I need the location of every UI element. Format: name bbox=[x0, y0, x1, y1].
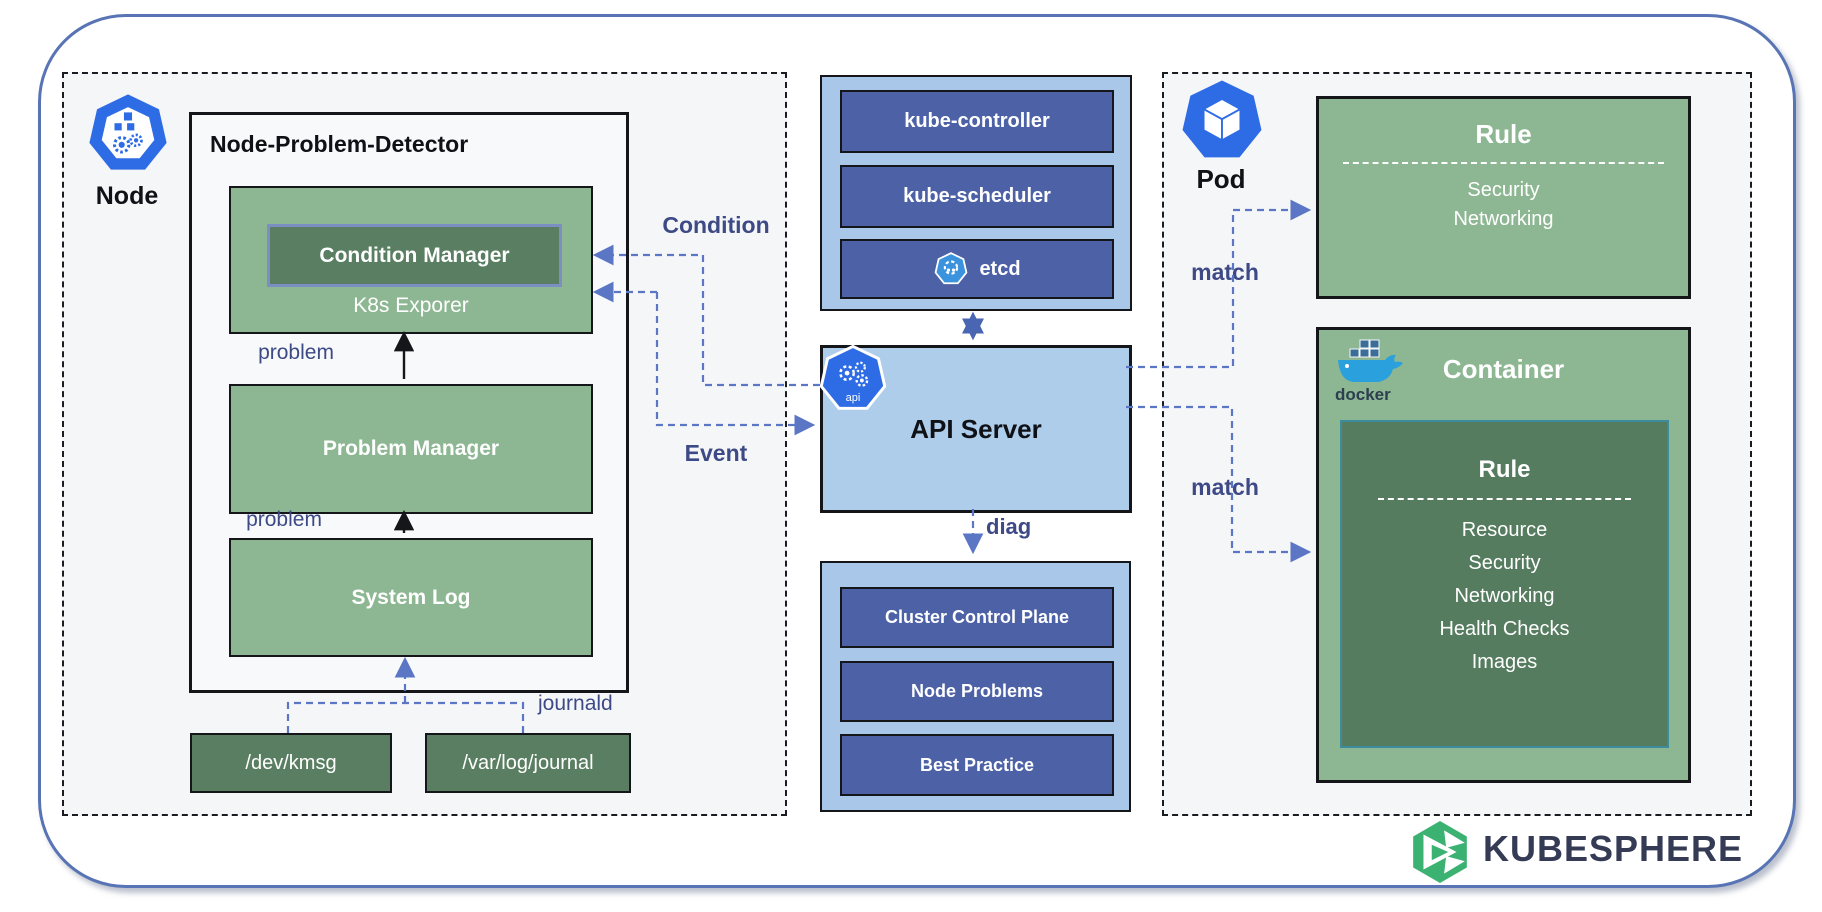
kube-controller-box: kube-controller bbox=[840, 90, 1114, 153]
pod-rule-item: Security bbox=[1467, 179, 1540, 201]
k8s-exporter-box: Condition Manager K8s Exporer bbox=[229, 186, 593, 334]
problem-label-bottom: problem bbox=[246, 508, 322, 531]
match-container-label: match bbox=[1191, 474, 1259, 500]
container-rule-item: Security bbox=[1468, 552, 1541, 574]
kube-scheduler-box: kube-scheduler bbox=[840, 165, 1114, 228]
pod-rule-box: Rule Security Networking bbox=[1316, 96, 1691, 299]
dev-kmsg-box: /dev/kmsg bbox=[190, 733, 392, 793]
container-rule-box: Rule Resource Security Networking Health… bbox=[1340, 420, 1669, 748]
condition-manager-box: Condition Manager bbox=[267, 224, 562, 287]
diagnosis-panel: Cluster Control Plane Node Problems Best… bbox=[820, 561, 1131, 812]
kubesphere-wordmark: KUBESPHERE bbox=[1483, 828, 1744, 869]
etcd-icon bbox=[935, 252, 968, 285]
system-log-box: System Log bbox=[229, 538, 593, 657]
node-problem-detector-title: Node-Problem-Detector bbox=[210, 131, 469, 157]
docker-wordmark: docker bbox=[1335, 385, 1391, 404]
container-rule-item: Resource bbox=[1461, 519, 1548, 541]
container-rule-item: Health Checks bbox=[1439, 618, 1570, 640]
match-pod-label: match bbox=[1191, 259, 1259, 285]
container-title: Container bbox=[1442, 354, 1565, 384]
pod-rule-separator bbox=[1343, 162, 1664, 164]
event-flow-label: Event bbox=[684, 440, 748, 466]
journald-label: journald bbox=[538, 692, 613, 715]
k8s-exporter-label: K8s Exporer bbox=[353, 294, 469, 317]
cluster-control-plane-box: Cluster Control Plane bbox=[840, 587, 1114, 648]
pod-rule-item: Networking bbox=[1453, 208, 1554, 230]
container-rule-item: Images bbox=[1471, 651, 1538, 673]
etcd-label: etcd bbox=[979, 257, 1021, 280]
node-problems-box: Node Problems bbox=[840, 661, 1114, 722]
container-box: docker Container Rule Resource Security … bbox=[1316, 327, 1691, 783]
diag-flow-label: diag bbox=[986, 514, 1032, 539]
control-plane-panel: kube-controller kube-scheduler etcd bbox=[820, 75, 1132, 311]
var-log-journal-box: /var/log/journal bbox=[425, 733, 631, 793]
container-rule-separator bbox=[1378, 498, 1631, 500]
etcd-box: etcd bbox=[840, 239, 1114, 299]
node-problem-detector-box: Node-Problem-Detector Condition Manager … bbox=[189, 112, 629, 693]
api-server-box: API Server bbox=[820, 345, 1132, 513]
pod-label: Pod bbox=[1196, 164, 1246, 194]
pod-rule-title: Rule bbox=[1475, 119, 1532, 149]
container-rule-item: Networking bbox=[1454, 585, 1555, 607]
problem-label-top: problem bbox=[258, 341, 334, 364]
container-rule-title: Rule bbox=[1478, 456, 1531, 483]
docker-icon: docker bbox=[1335, 339, 1403, 404]
condition-flow-label: Condition bbox=[662, 212, 770, 238]
node-label: Node bbox=[95, 182, 159, 210]
problem-manager-box: Problem Manager bbox=[229, 384, 593, 514]
api-server-label: API Server bbox=[910, 413, 1042, 444]
best-practice-box: Best Practice bbox=[840, 734, 1114, 796]
